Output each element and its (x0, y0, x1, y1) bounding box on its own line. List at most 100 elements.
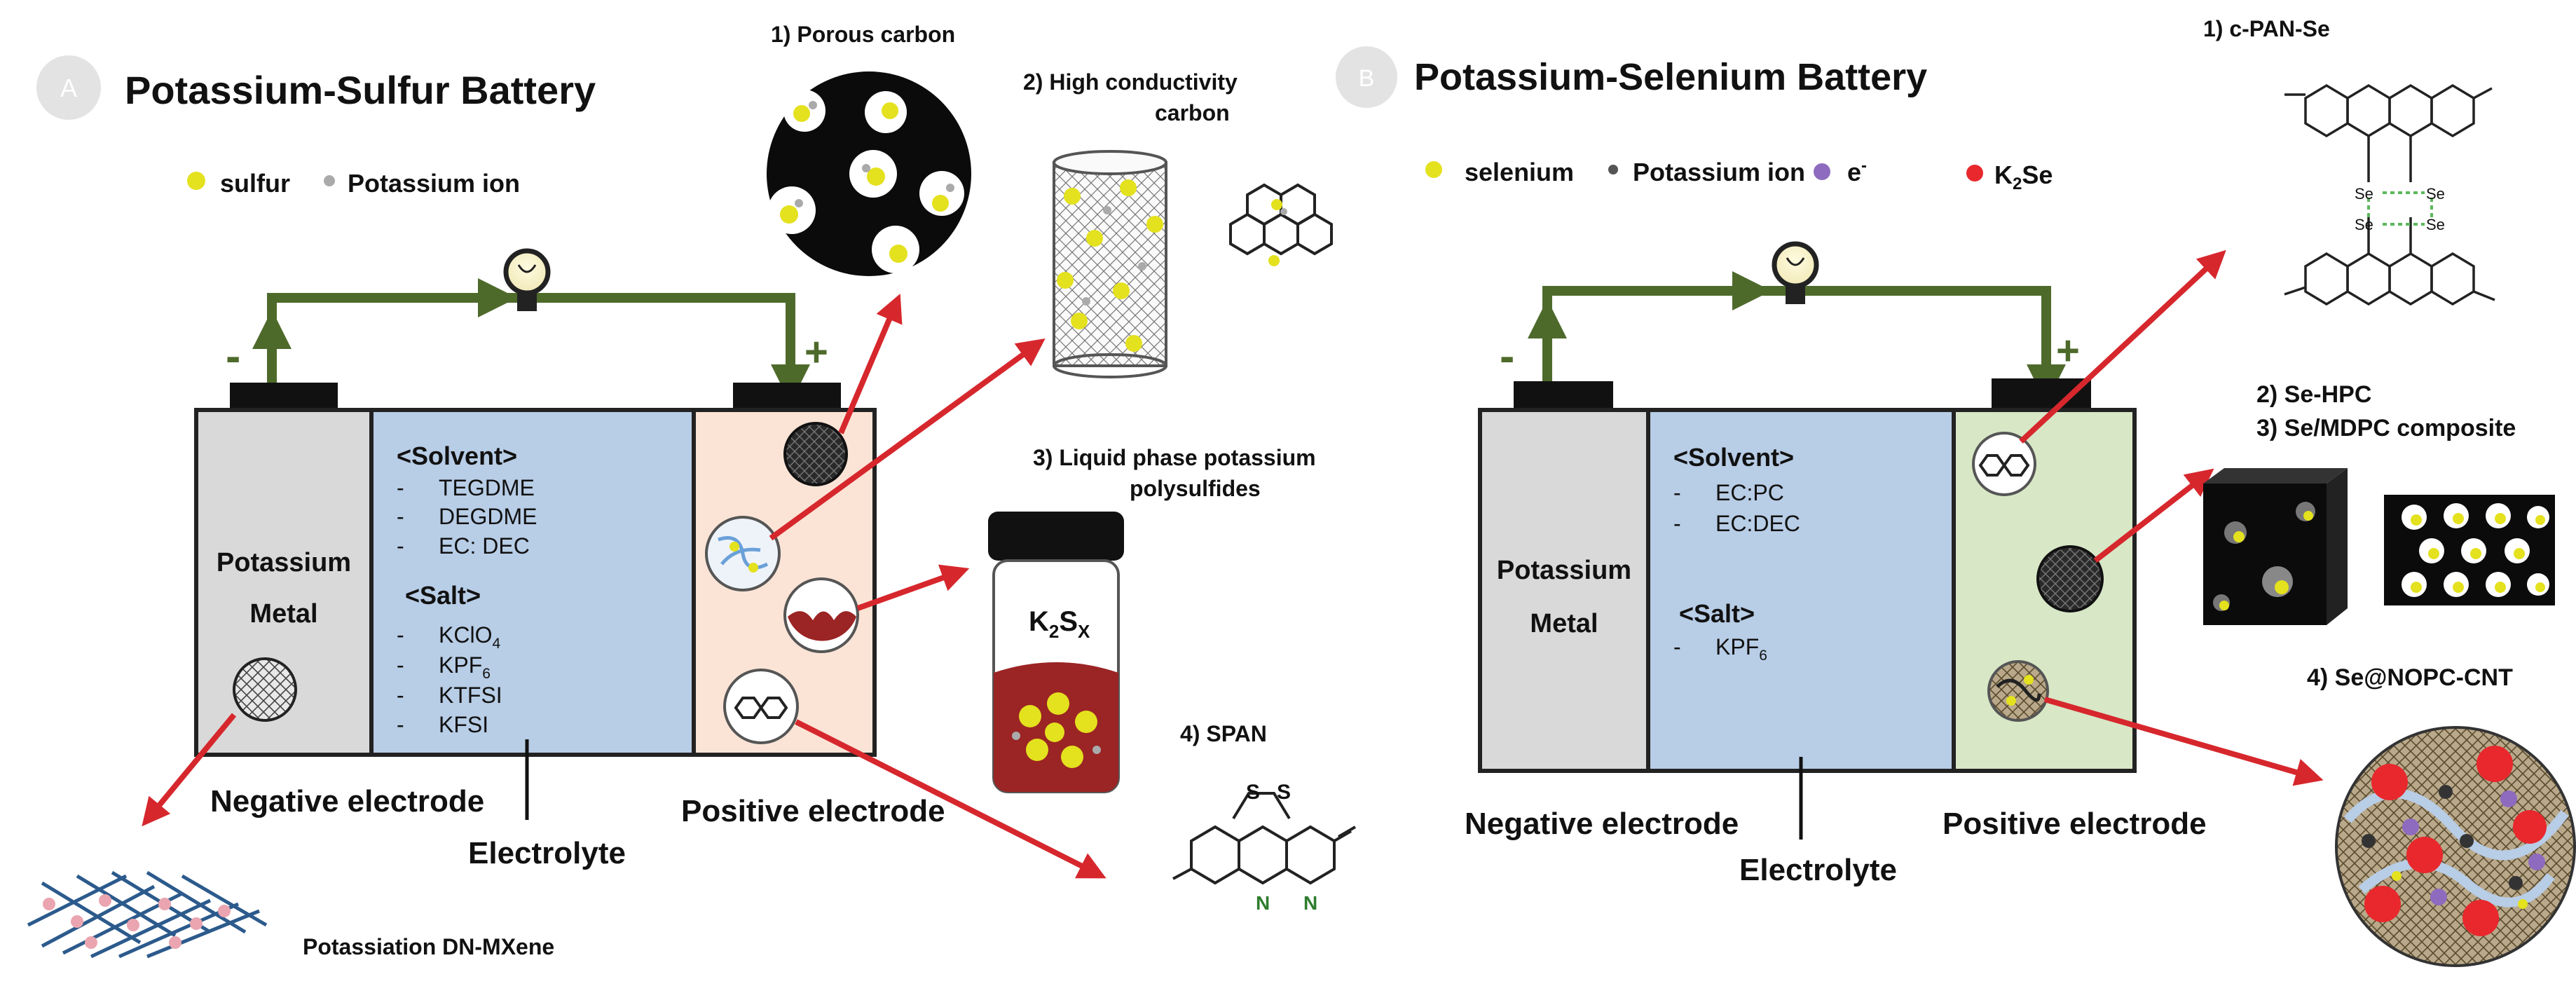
panel-b-title: Potassium-Selenium Battery (1414, 56, 1927, 98)
span-n-1: N (1256, 892, 1270, 914)
item4-label-b: 4) Se@NOPC-CNT (2307, 664, 2513, 691)
vial-formula: K2SX (1029, 606, 1090, 642)
selenium-legend-icon (1425, 161, 1442, 178)
se-hpc-cube-icon (2203, 468, 2348, 625)
panel-a-badge-circle (36, 55, 101, 120)
legend-potassium-b: Potassium ion (1633, 158, 1805, 186)
negative-terminal-a (230, 383, 338, 411)
legend-selenium: selenium (1465, 158, 1574, 186)
arrow-to-span (795, 719, 1107, 879)
item3-label-b: 3) Se/MDPC composite (2256, 415, 2516, 441)
porous-carbon-icon (767, 71, 971, 276)
svg-text:-: - (397, 622, 404, 648)
span-s-1: S (1246, 781, 1260, 804)
positive-terminal-a (733, 383, 841, 411)
item2-label-a-2: carbon (1155, 100, 1230, 125)
svg-text:-: - (397, 504, 404, 529)
solvent-b-2: EC:DEC (1715, 511, 1800, 536)
positive-terminal-b (1992, 378, 2091, 411)
negative-terminal-sign-b: - (1500, 331, 1514, 381)
cathode-particle-cnt-b (1987, 660, 2049, 722)
arrow-to-hpc (2093, 468, 2214, 563)
svg-text:-: - (397, 683, 404, 708)
svg-text:-: - (1673, 480, 1681, 505)
potassium-legend-icon-b (1608, 165, 1618, 174)
anode-label-a-2: Metal (249, 599, 317, 629)
cathode-particle-cpan-b (1972, 432, 2036, 496)
solvent-a-2: DEGDME (439, 504, 537, 529)
positive-terminal-sign-a: + (804, 329, 828, 375)
item4-label-a: 4) SPAN (1180, 721, 1267, 746)
mxene-label: Potassiation DN-MXene (303, 934, 554, 959)
salt-a-3: KTFSI (439, 683, 502, 708)
anode-label-b-2: Metal (1530, 609, 1598, 638)
se-mdpc-icon (2384, 495, 2555, 605)
electrolyte-a (369, 408, 696, 757)
svg-text:-: - (1673, 634, 1681, 659)
legend-k2se: K2Se (1994, 160, 2053, 193)
light-bulb-icon (503, 248, 551, 311)
positive-electrode-label-b: Positive electrode (1943, 807, 2207, 841)
mxene-structure-icon (27, 870, 268, 959)
cathode-particle-hcc-a (705, 516, 781, 591)
electron-legend-icon (1814, 163, 1830, 180)
svg-text:-: - (397, 652, 404, 678)
carbon-lattice-icon (1229, 183, 1333, 266)
item1-label-a: 1) Porous carbon (771, 22, 955, 47)
legend-sulfur: sulfur (220, 169, 290, 198)
span-structure-icon (1172, 792, 1357, 885)
negative-electrode-label-b: Negative electrode (1465, 807, 1739, 841)
svg-text:-: - (397, 533, 404, 559)
electrolyte-b (1646, 408, 1956, 773)
potassium-legend-icon (324, 175, 335, 186)
negative-terminal-sign-a: - (226, 331, 240, 381)
cpan-se-bonds (2367, 191, 2433, 226)
item2-label-b: 2) Se-HPC (2256, 381, 2371, 408)
salt-header-b: <Salt> (1679, 599, 1755, 628)
cpan-se-structure-icon (2284, 83, 2495, 306)
salt-a-2: KPF6 (439, 652, 491, 682)
arrow-to-hcc (769, 338, 1046, 541)
se-nopc-cnt-icon (2335, 726, 2576, 967)
legend-potassium-a: Potassium ion (348, 169, 520, 198)
anode-label-a-1: Potassium (217, 548, 351, 577)
solvent-b-1: EC:PC (1715, 480, 1784, 505)
span-n-2: N (1303, 892, 1317, 914)
light-bulb-icon-b (1772, 241, 1819, 304)
panel-a-badge: A (60, 74, 77, 102)
polysulfide-vial-icon (988, 512, 1124, 793)
mxene-potassium-dots (43, 894, 231, 949)
circuit-wire-b (1542, 286, 2051, 384)
item1-label-b: 1) c-PAN-Se (2203, 16, 2330, 41)
positive-terminal-sign-b: + (2056, 328, 2080, 374)
cathode-particle-span-a (723, 669, 799, 744)
anode-label-b-1: Potassium (1497, 556, 1631, 585)
arrow-to-cpan (2019, 249, 2226, 444)
solvent-header-b: <Solvent> (1673, 443, 1794, 472)
span-s-2: S (1277, 781, 1291, 804)
panel-b: B Potassium-Selenium Battery selenium Po… (1336, 16, 2576, 967)
se-label-4: Se (2426, 216, 2445, 233)
svg-text:-: - (1673, 511, 1681, 536)
cathode-particle-hpc-b (2036, 545, 2104, 612)
salt-a-1: KClO4 (439, 622, 500, 652)
se-label-2: Se (2426, 185, 2445, 203)
sulfur-legend-icon (187, 172, 205, 190)
panel-a: A Potassium-Sulfur Battery sulfur Potass… (27, 22, 1357, 959)
negative-electrode-label-a: Negative electrode (210, 784, 484, 819)
se-label-1: Se (2355, 185, 2373, 203)
arrow-to-vial (856, 564, 970, 611)
svg-text:-: - (397, 712, 404, 737)
positive-electrode-label-a: Positive electrode (681, 794, 945, 828)
panel-b-badge: B (1359, 65, 1375, 92)
item3-label-a-2: polysulfides (1130, 476, 1261, 501)
negative-terminal-b (1514, 381, 1613, 411)
salt-b-1: KPF6 (1715, 634, 1767, 664)
cathode-particle-carbon-a (783, 422, 848, 486)
item2-label-a-1: 2) High conductivity (1023, 69, 1238, 95)
solvent-header-a: <Solvent> (397, 441, 517, 470)
salt-header-a: <Salt> (405, 581, 481, 610)
solvent-a-3: EC: DEC (439, 533, 530, 559)
panel-a-title: Potassium-Sulfur Battery (125, 68, 596, 112)
